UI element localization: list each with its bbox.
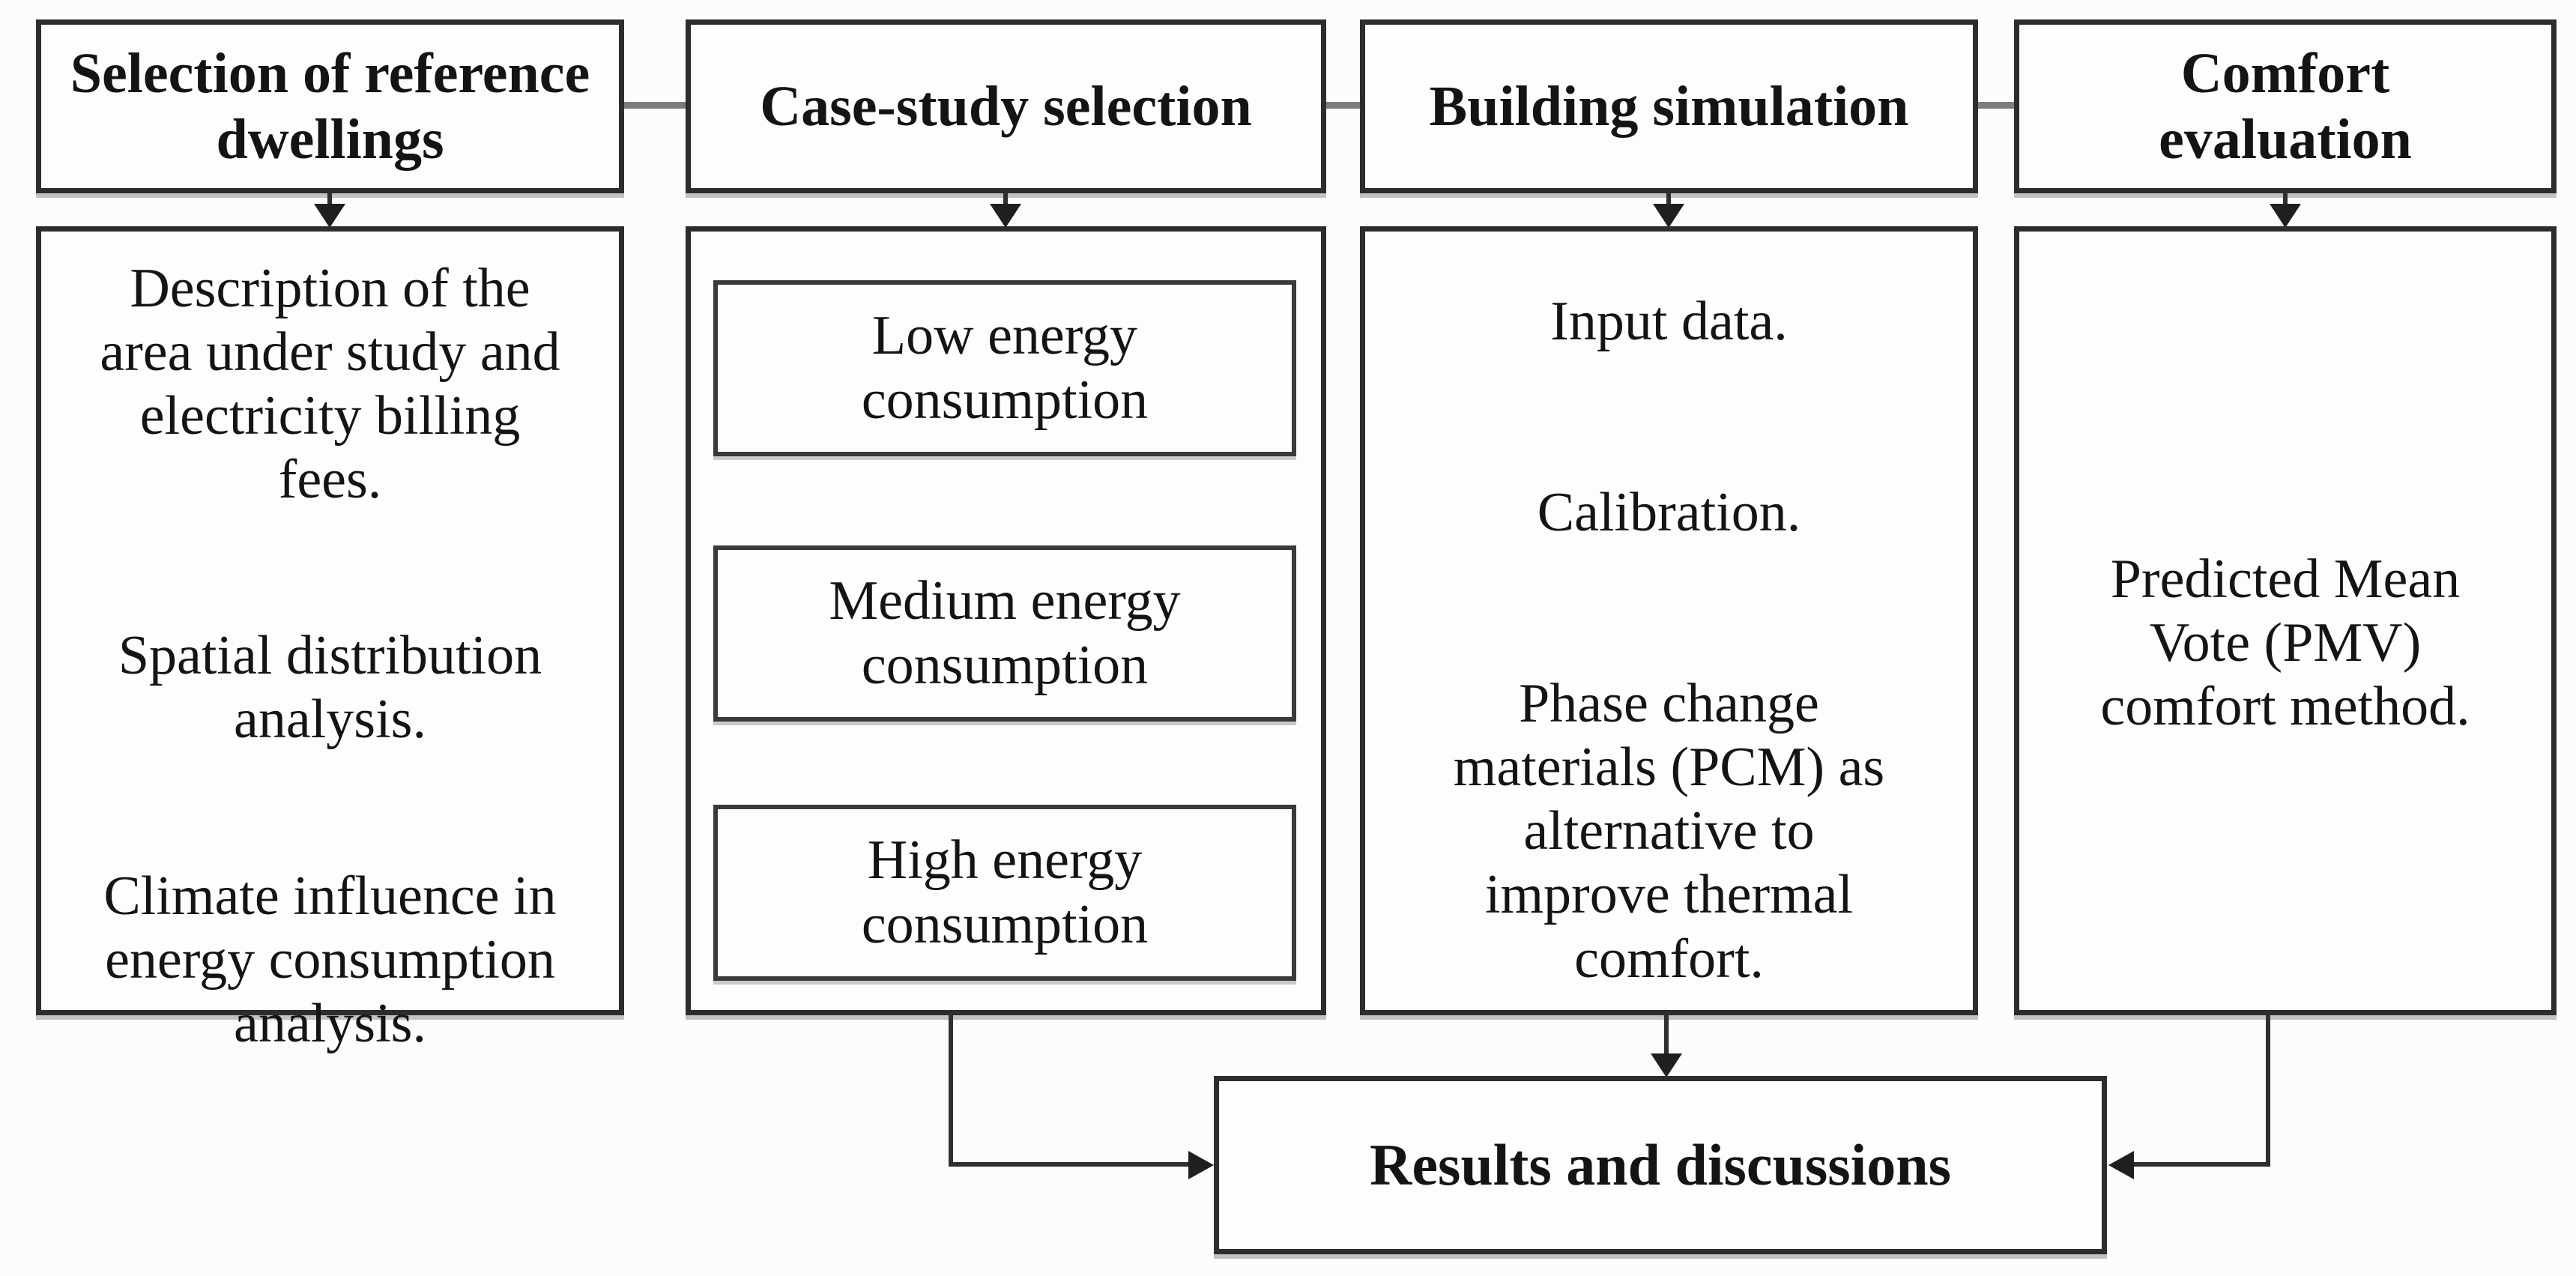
- connector-vertical-line: [1664, 1014, 1669, 1056]
- arrow-right-icon: [1188, 1151, 1214, 1179]
- arrow-down-icon: [2270, 204, 2301, 228]
- case-label: Low energy consumption: [861, 304, 1149, 431]
- arrow-stem: [2283, 193, 2288, 213]
- connector-vertical-line: [2266, 1014, 2270, 1167]
- connector-horizontal-line: [949, 1162, 1191, 1167]
- case-label: High energy consumption: [861, 829, 1149, 955]
- header-label: Case-study selection: [760, 74, 1252, 138]
- arrow-left-icon: [2108, 1151, 2134, 1179]
- paragraph-calibration: Calibration.: [1537, 482, 1801, 544]
- paragraph-spatial-distribution: Spatial distribution analysis.: [118, 625, 542, 751]
- case-label: Medium energy consumption: [829, 569, 1181, 696]
- paragraph-area-description: Description of the area under study and …: [100, 258, 560, 511]
- arrow-stem: [1003, 193, 1008, 213]
- content-box-case-study: Low energy consumption Medium energy con…: [686, 226, 1326, 1015]
- header-box-comfort-evaluation: Comfort evaluation: [2014, 19, 2557, 193]
- content-box-building-simulation: Input data. Calibration. Phase change ma…: [1360, 226, 1978, 1015]
- arrow-stem: [327, 193, 332, 213]
- case-box-high-energy: High energy consumption: [713, 805, 1296, 981]
- paragraph-climate-influence: Climate influence in energy consumption …: [103, 865, 557, 1054]
- header-label: Selection of reference dwellings: [70, 41, 590, 171]
- arrow-down-icon: [1651, 1053, 1682, 1077]
- arrow-down-icon: [990, 204, 1021, 228]
- header-label: Comfort evaluation: [2159, 41, 2412, 171]
- case-box-medium-energy: Medium energy consumption: [713, 545, 1296, 722]
- connector-vertical-line: [949, 1014, 953, 1167]
- header-box-selection-of-reference-dwellings: Selection of reference dwellings: [36, 19, 624, 193]
- paragraph-pcm: Phase change materials (PCM) as alternat…: [1453, 673, 1885, 990]
- results-box: Results and discussions: [1214, 1076, 2107, 1254]
- arrow-stem: [1666, 193, 1671, 213]
- connector-horizontal-line: [2134, 1162, 2270, 1167]
- arrow-down-icon: [314, 204, 345, 228]
- content-box-comfort-evaluation: Predicted Mean Vote (PMV) comfort method…: [2014, 226, 2557, 1015]
- case-box-low-energy: Low energy consumption: [713, 280, 1296, 456]
- content-box-reference-dwellings: Description of the area under study and …: [36, 226, 624, 1054]
- paragraph-input-data: Input data.: [1550, 291, 1788, 352]
- header-connector-line-2: [1326, 102, 1360, 109]
- header-box-case-study-selection: Case-study selection: [686, 19, 1326, 193]
- arrow-down-icon: [1653, 204, 1684, 228]
- results-label: Results and discussions: [1370, 1132, 1951, 1197]
- header-box-building-simulation: Building simulation: [1360, 19, 1978, 193]
- header-connector-line-3: [1978, 102, 2014, 109]
- header-connector-line-1: [624, 102, 686, 109]
- paragraph-pmv-method: Predicted Mean Vote (PMV) comfort method…: [2100, 548, 2470, 738]
- header-label: Building simulation: [1429, 74, 1909, 138]
